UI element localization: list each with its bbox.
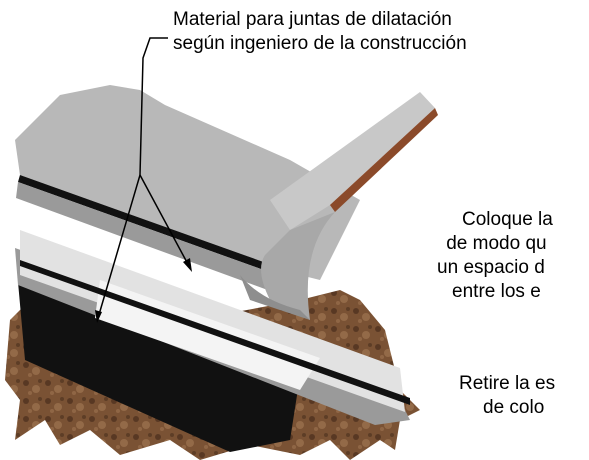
joint-material-label-line2: según ingeniero de la construcción [173,33,467,54]
remove-instruction-line1: Retire la es [459,373,556,394]
joint-strip-top [270,92,435,230]
place-instruction-line1: Coloque la [462,209,553,230]
remove-instruction-line2: de colo [483,397,545,418]
upper-slab-face [16,182,300,300]
joint-material-label-line1: Material para juntas de dilatación [173,9,452,30]
upper-slab-edge [18,175,300,283]
place-instruction-label: Coloque la de modo qu un espacio d entre… [437,208,553,304]
leader-arrow-left [95,310,102,323]
joint-strip-shadow [240,275,310,320]
place-instruction-line4: entre los e [452,281,541,302]
place-instruction-line2: de modo qu [446,233,547,254]
joint-strip-curve [261,212,335,320]
leader-line-right [139,174,191,269]
leader-line-main [139,37,168,176]
upper-slab [15,85,360,280]
place-instruction-line3: un espacio d [437,257,545,278]
leader-line-left [97,174,141,319]
joint-material-label: Material para juntas de dilatación según… [173,8,467,56]
joint-strip-rust [330,108,438,212]
leader-arrow-right [183,258,192,272]
leader-lines [97,37,191,319]
remove-instruction-label: Retire la es de colo [459,372,555,420]
slab-black-base [18,282,300,452]
slab-dark-stripe [20,260,410,405]
